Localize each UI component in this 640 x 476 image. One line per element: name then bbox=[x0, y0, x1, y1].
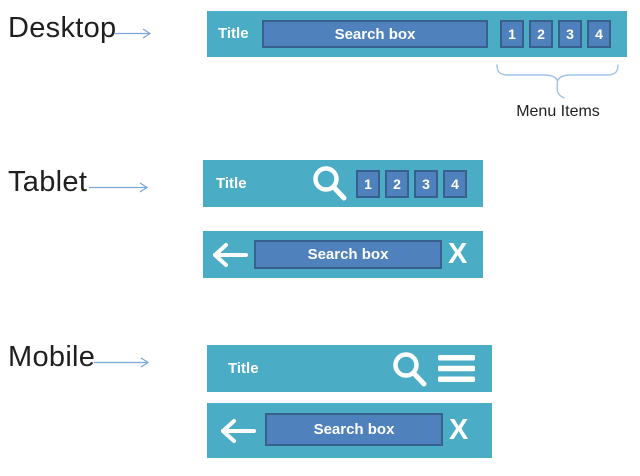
close-icon[interactable]: X bbox=[448, 238, 468, 270]
tablet-nav-bar: Title 1 2 3 4 bbox=[203, 160, 483, 207]
search-icon[interactable] bbox=[391, 350, 429, 388]
close-icon[interactable]: X bbox=[449, 414, 469, 446]
desktop-pointer-arrow-icon bbox=[114, 28, 152, 39]
tablet-search-bar: Search box X bbox=[203, 231, 483, 278]
desktop-section-label: Desktop bbox=[8, 12, 117, 44]
hamburger-menu-icon[interactable] bbox=[438, 355, 475, 382]
tablet-menu-item-1[interactable]: 1 bbox=[356, 170, 380, 198]
desktop-search-box-label: Search box bbox=[334, 25, 416, 43]
desktop-menu-item-2[interactable]: 2 bbox=[529, 20, 553, 48]
tablet-bar-title: Title bbox=[216, 175, 247, 192]
desktop-search-box[interactable]: Search box bbox=[262, 20, 488, 48]
mobile-nav-bar: Title bbox=[207, 345, 492, 392]
tablet-pointer-arrow-icon bbox=[89, 182, 149, 193]
search-icon[interactable] bbox=[311, 164, 349, 202]
desktop-nav-bar: Title Search box 1 2 3 4 bbox=[207, 11, 627, 57]
tablet-section-label: Tablet bbox=[8, 166, 88, 198]
menu-items-annotation: Menu Items bbox=[516, 103, 600, 120]
tablet-menu-item-4[interactable]: 4 bbox=[443, 170, 467, 198]
mobile-search-box[interactable]: Search box bbox=[265, 413, 443, 446]
tablet-search-box[interactable]: Search box bbox=[254, 240, 442, 269]
mobile-search-bar: Search box X bbox=[207, 403, 492, 458]
back-arrow-icon[interactable] bbox=[219, 418, 257, 444]
desktop-menu-items: 1 2 3 4 bbox=[500, 20, 611, 48]
desktop-menu-item-3[interactable]: 3 bbox=[558, 20, 582, 48]
menu-items-brace bbox=[496, 64, 619, 99]
desktop-menu-item-4[interactable]: 4 bbox=[587, 20, 611, 48]
tablet-menu-item-2[interactable]: 2 bbox=[385, 170, 409, 198]
mobile-search-box-label: Search box bbox=[313, 421, 395, 438]
mobile-bar-title: Title bbox=[228, 360, 259, 377]
desktop-menu-item-1[interactable]: 1 bbox=[500, 20, 524, 48]
tablet-menu-items: 1 2 3 4 bbox=[356, 170, 467, 198]
mobile-section-label: Mobile bbox=[8, 341, 96, 373]
desktop-bar-title: Title bbox=[218, 25, 249, 42]
mobile-pointer-arrow-icon bbox=[94, 357, 150, 368]
tablet-menu-item-3[interactable]: 3 bbox=[414, 170, 438, 198]
back-arrow-icon[interactable] bbox=[211, 242, 249, 268]
tablet-search-box-label: Search box bbox=[307, 246, 389, 263]
